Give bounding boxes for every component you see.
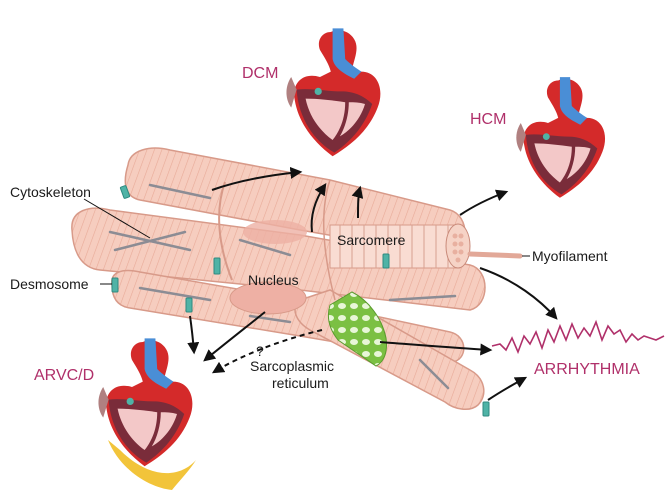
heart-hcm: [516, 77, 605, 198]
label-desmosome: Desmosome: [10, 276, 89, 292]
myofilament-strand: [470, 254, 520, 256]
label-nucleus: Nucleus: [248, 272, 299, 288]
label-arrhythmia: ARRHYTHMIA: [534, 361, 640, 378]
label-sarcoplasmic-line1: Sarcoplasmic: [250, 358, 334, 374]
arrhythmia-trace: [492, 322, 664, 352]
label-arvcd: ARVC/D: [34, 367, 94, 384]
label-cytoskeleton: Cytoskeleton: [10, 184, 91, 200]
label-sarcomere: Sarcomere: [337, 232, 406, 248]
label-hcm: HCM: [470, 111, 506, 128]
label-question: ?: [256, 343, 264, 359]
label-myofilament: Myofilament: [532, 248, 608, 264]
nucleus-upper: [243, 220, 307, 244]
label-dcm: DCM: [242, 65, 278, 82]
heart-dcm: [286, 28, 380, 156]
heart-arvcd: [98, 338, 196, 490]
label-sarcoplasmic-line2: reticulum: [272, 375, 329, 391]
